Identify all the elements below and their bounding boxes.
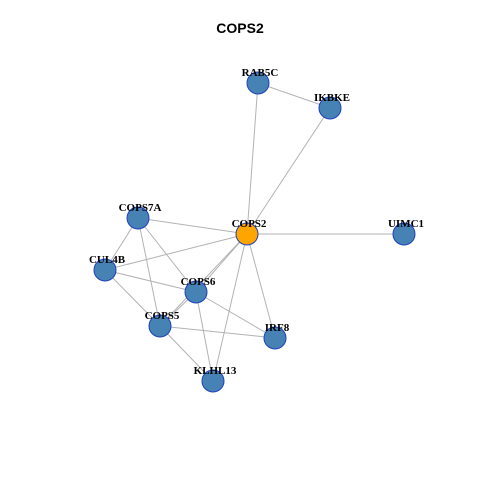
node-cops5: [148, 314, 172, 338]
node-cul4b: [93, 258, 117, 282]
edge-cops5-klhl13: [159, 325, 214, 382]
edge-cops2-klhl13: [212, 233, 248, 382]
edge-rab5c-cops2: [246, 82, 259, 235]
node-cops6: [184, 280, 208, 304]
node-rab5c: [246, 71, 270, 95]
edge-cops2-cops5: [159, 233, 248, 327]
edge-cops7a-cops5: [137, 217, 161, 327]
node-ikbke: [318, 96, 342, 120]
node-label-rab5c: RAB5C: [242, 67, 279, 79]
node-cops2: [235, 222, 259, 246]
edge-cops2-cul4b: [104, 233, 248, 271]
node-label-cops5: COPS5: [145, 310, 180, 322]
edge-cops7a-cops6: [137, 217, 197, 293]
node-label-klhl13: KLHL13: [194, 365, 237, 377]
figure-title: COPS2: [216, 20, 264, 36]
edge-cul4b-cops5: [104, 269, 161, 327]
node-label-ikbke: IKBKE: [314, 92, 350, 104]
edge-cops6-klhl13: [195, 291, 214, 382]
node-irf8: [263, 326, 287, 350]
nodes-layer: [93, 71, 416, 393]
node-cops7a: [126, 206, 150, 230]
node-label-cops6: COPS6: [181, 276, 216, 288]
edge-cops2-cops7a: [137, 217, 248, 235]
node-klhl13: [201, 369, 225, 393]
edge-rab5c-ikbke: [257, 82, 331, 109]
edge-ikbke-cops2: [246, 107, 331, 235]
edge-cops2-irf8: [246, 233, 276, 339]
node-label-cul4b: CUL4B: [89, 254, 126, 266]
node-label-cops2: COPS2: [232, 218, 267, 230]
edge-cops6-irf8: [195, 291, 276, 339]
node-uimc1: [392, 222, 416, 246]
node-label-uimc1: UIMC1: [388, 218, 424, 230]
edge-cops5-irf8: [159, 325, 276, 339]
node-label-cops7a: COPS7A: [119, 202, 162, 214]
edge-cul4b-cops6: [104, 269, 197, 293]
node-label-irf8: IRF8: [265, 322, 290, 334]
